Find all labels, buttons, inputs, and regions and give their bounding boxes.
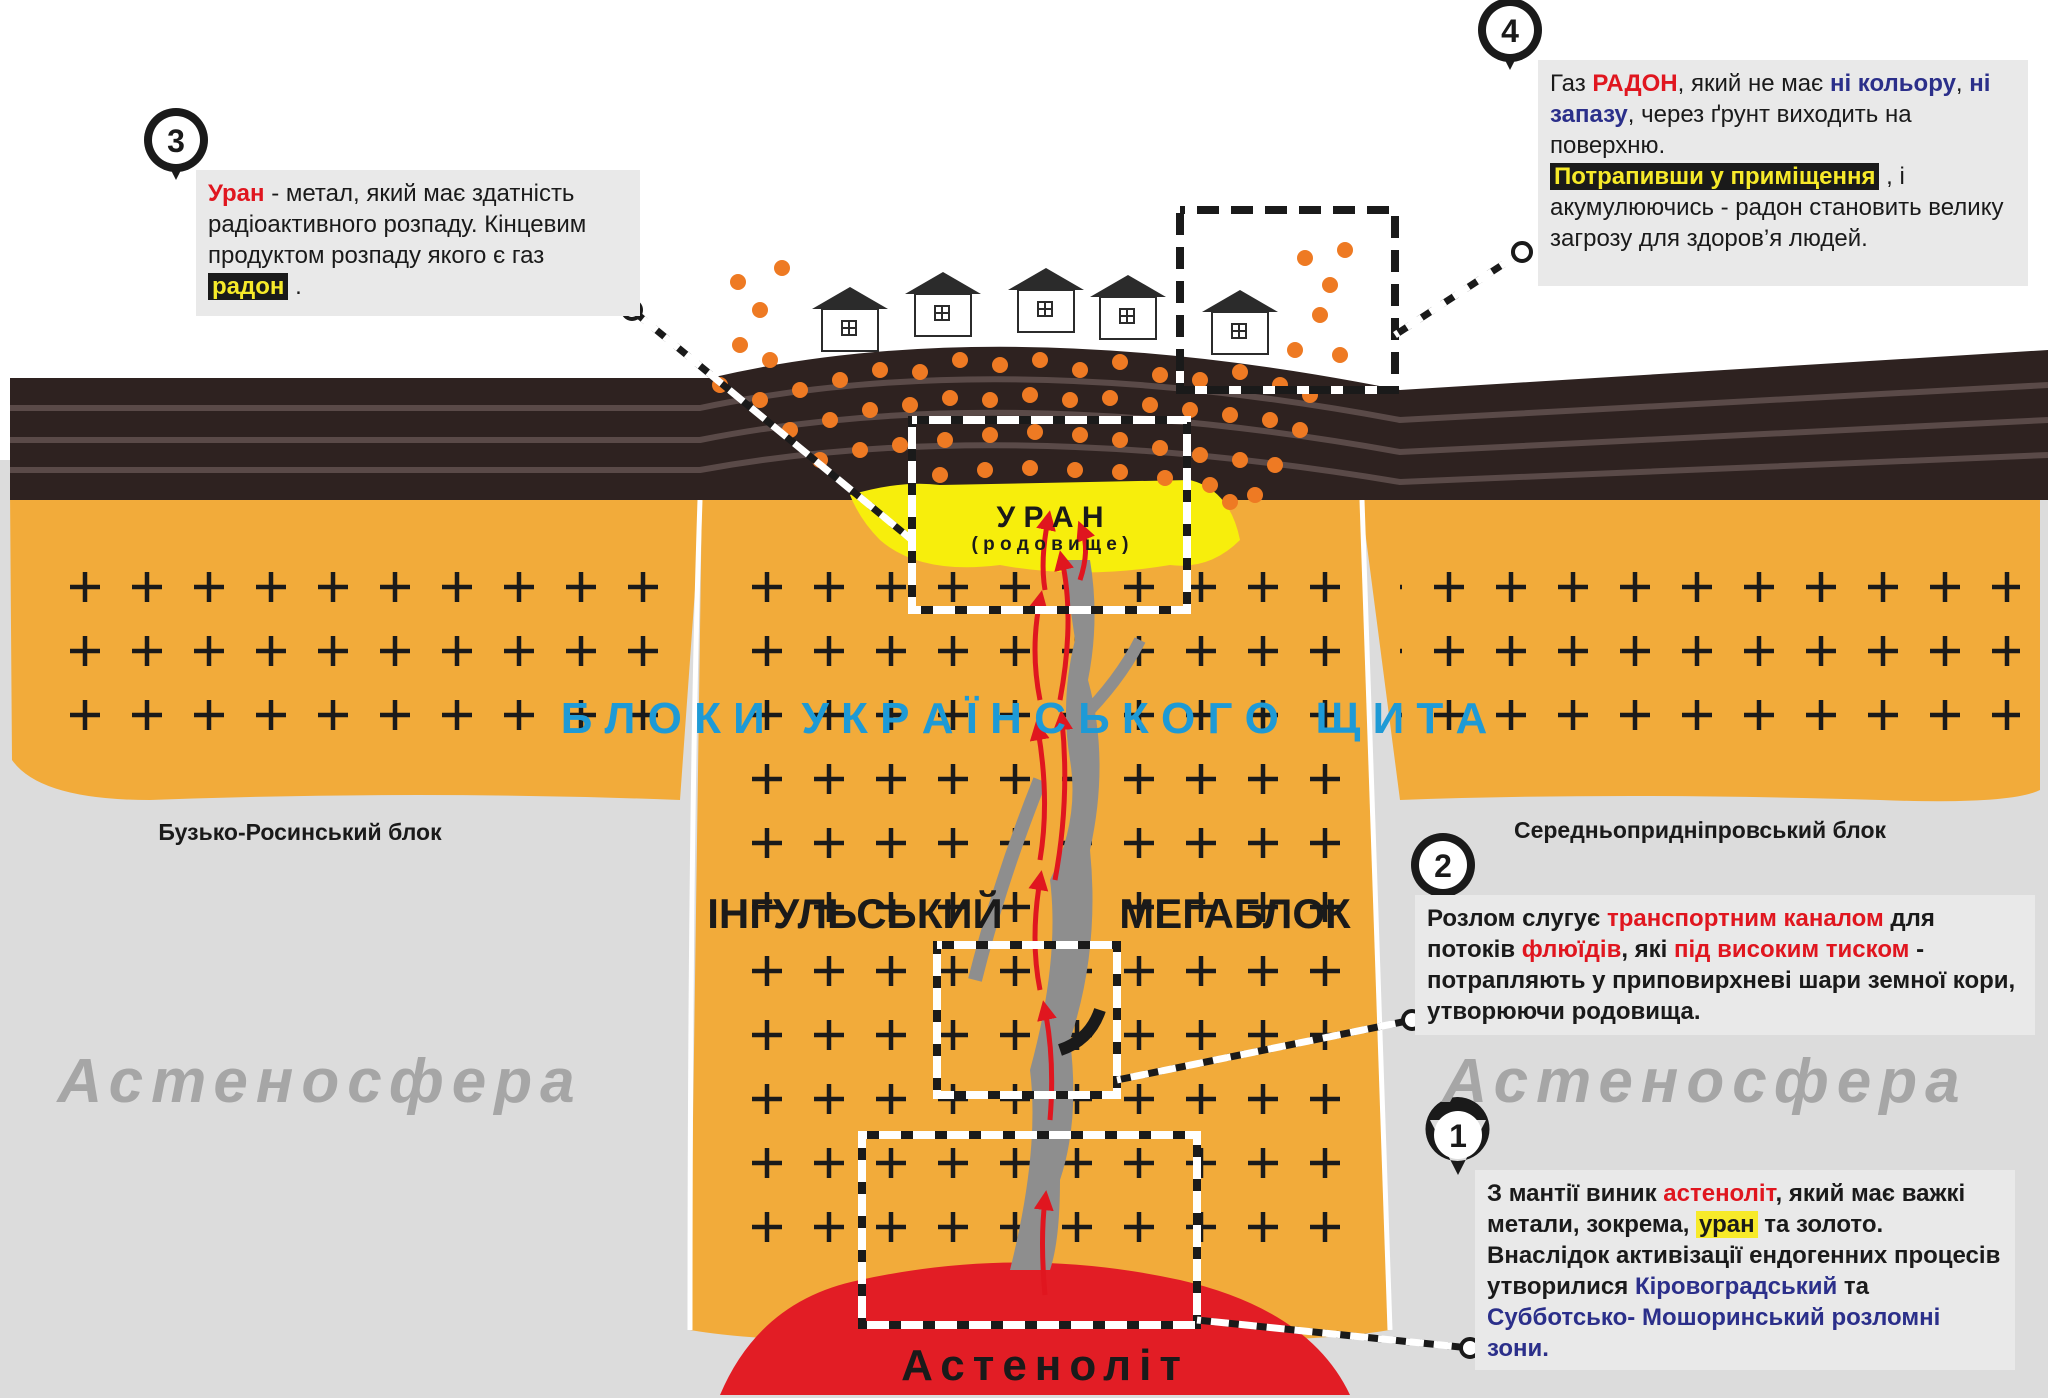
callout-1-pre: З мантії виник xyxy=(1487,1180,1664,1207)
asthenosphere-label-left: Астеносфера xyxy=(55,1047,582,1116)
callout-1-end: розломні зони. xyxy=(1487,1304,1941,1362)
fault-branch-left xyxy=(968,777,1047,982)
callout-3-end: . xyxy=(288,273,302,300)
marker-1: 1 xyxy=(1449,1118,1467,1154)
callout-4-term4: Потрапивши у приміщення xyxy=(1550,163,1880,190)
callout-1-zone2: Субботсько- Мошоринський xyxy=(1487,1304,1825,1331)
block-border-right xyxy=(1359,499,1393,1331)
marker-pins xyxy=(144,0,1542,1175)
leader-lines xyxy=(629,249,1524,1352)
callout-4-mid1: , який не має xyxy=(1677,70,1830,97)
callout-2-term2: флюїдів xyxy=(1521,936,1622,963)
callout-1-mid3: та xyxy=(1837,1273,1869,1300)
callout-2-term1: транспортним каналом xyxy=(1606,905,1884,932)
callout-1-mid2: та золото. Внаслідок активізації ендоген… xyxy=(1487,1211,2001,1300)
callout-1: З мантії виник астеноліт, який має важкі… xyxy=(1475,1170,2015,1370)
fault-branch-right xyxy=(1075,637,1146,725)
callout-2-end: - потрапляють у приповирхневі шари земно… xyxy=(1427,936,2016,1025)
shield-title: Б Л О К И У К Р А Ї Н С Ь К О Г О Щ И Т … xyxy=(561,694,1488,743)
deposit-subtitle: ( р о д о в и щ е ) xyxy=(971,534,1128,555)
callout-3-text: - метал, який має здатність радіоактивно… xyxy=(208,180,587,269)
block-left-label: Бузько-Росинський блок xyxy=(158,819,442,845)
deposit-title: У Р А Н xyxy=(996,501,1103,534)
fault-block xyxy=(1057,1007,1106,1056)
callout-2-pre: Розлом слугує xyxy=(1427,905,1607,932)
houses xyxy=(812,268,1278,355)
callout-2-term3: під високим тиском xyxy=(1674,936,1910,963)
callout-4-mid3: , через ґрунт виходить на поверхню. xyxy=(1550,101,1912,159)
marker-2: 2 xyxy=(1434,848,1452,884)
callout-4-term2: ні кольору xyxy=(1829,70,1956,97)
callout-1-term2: уран xyxy=(1696,1211,1758,1238)
radon-particles xyxy=(712,242,1353,510)
callout-3-term1: Уран xyxy=(208,180,265,207)
callout-1-mid1: , який має важкі метали, зокрема, xyxy=(1487,1180,1966,1238)
megablock-label-right: МЕГАБЛОК xyxy=(1119,890,1351,937)
callout-4-end: , і акумулюючись - радон становить велик… xyxy=(1550,163,2004,252)
granite-pattern-right xyxy=(1400,555,2020,747)
callout-2: Розлом слугує транспортним каналом для п… xyxy=(1415,895,2035,1035)
marker-3: 3 xyxy=(167,123,185,159)
callout-2-mid1: для потоків xyxy=(1427,905,1935,963)
focus-boxes xyxy=(858,206,1399,1329)
callout-3-term2: радон xyxy=(208,273,289,300)
callout-3: Уран - метал, який має здатність радіоак… xyxy=(196,170,640,316)
marker-4: 4 xyxy=(1501,13,1519,49)
block-border-left xyxy=(687,499,703,1331)
callout-4: Газ РАДОН, який не має ні кольору, ні за… xyxy=(1538,60,2028,286)
asthenosphere-label-right: Астеносфера xyxy=(1440,1047,1967,1116)
callout-1-term1: астеноліт xyxy=(1663,1180,1776,1207)
astenolith-label: Астеноліт xyxy=(901,1341,1189,1390)
callout-2-mid2: , які xyxy=(1621,936,1675,963)
callout-4-pre: Газ xyxy=(1550,70,1593,97)
callout-4-mid2: , xyxy=(1955,70,1970,97)
callout-4-term3: ні запазу xyxy=(1550,70,1991,128)
callout-1-zone1: Кіровоградський xyxy=(1634,1273,1838,1300)
granite-pattern-left xyxy=(62,555,682,747)
fluid-flow-arrows xyxy=(1028,510,1095,1296)
callout-4-term1: РАДОН xyxy=(1592,70,1678,97)
megablock-label-left: ІНГУЛЬСЬКИЙ xyxy=(707,889,1002,937)
block-right-label: Середньопридніпровський блок xyxy=(1514,817,1887,843)
